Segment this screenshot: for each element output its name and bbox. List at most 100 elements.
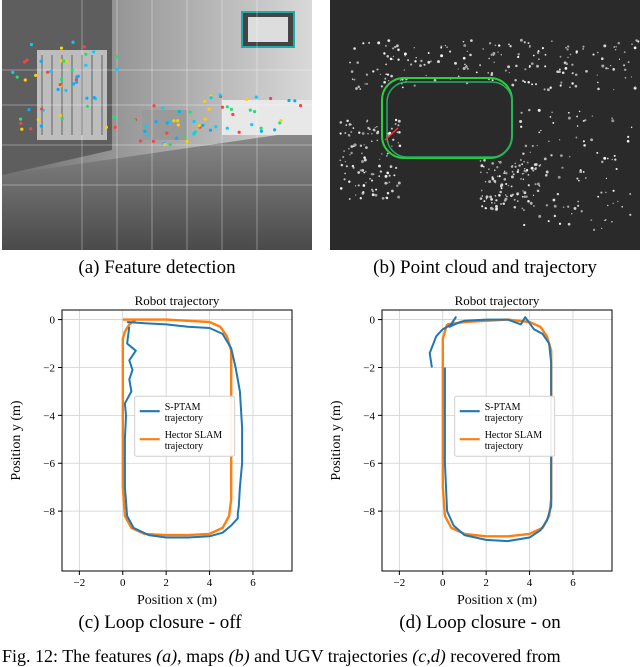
feature-point xyxy=(165,121,169,125)
cloud-point xyxy=(401,86,404,89)
cloud-point xyxy=(389,165,393,168)
cloud-point xyxy=(590,138,594,142)
cloud-point xyxy=(523,195,526,199)
cloud-point xyxy=(384,77,387,79)
y-tick-label: −8 xyxy=(43,506,55,518)
plot-frame xyxy=(381,309,613,572)
point-cloud-scene xyxy=(330,0,640,250)
cloud-point xyxy=(532,205,535,207)
x-tick-label: −2 xyxy=(393,577,405,589)
cloud-point xyxy=(511,170,514,173)
feature-point xyxy=(248,108,252,112)
feature-point xyxy=(254,95,258,99)
feature-point xyxy=(29,42,33,47)
cloud-point xyxy=(495,207,498,210)
cloud-point xyxy=(498,160,500,163)
cloud-point xyxy=(571,213,573,215)
cloud-point xyxy=(579,170,583,174)
cloud-point xyxy=(388,174,391,177)
cloud-point xyxy=(493,61,495,63)
cloud-point xyxy=(576,204,580,207)
cloud-point xyxy=(491,207,494,211)
cloud-point xyxy=(544,173,548,177)
cloud-point xyxy=(351,164,355,168)
cloud-point xyxy=(546,88,550,92)
cloud-point xyxy=(521,207,524,210)
cloud-point xyxy=(353,47,356,50)
cloud-point xyxy=(484,206,487,210)
cloud-point xyxy=(454,61,457,65)
cloud-point xyxy=(396,184,399,188)
cloud-point xyxy=(514,162,517,165)
feature-point xyxy=(279,119,283,123)
cloud-point xyxy=(579,169,582,172)
cloud-point xyxy=(584,119,587,122)
cloud-point xyxy=(617,41,621,45)
cloud-point xyxy=(397,181,401,185)
cloud-point xyxy=(605,177,608,180)
cloud-point xyxy=(623,68,627,72)
cloud-point xyxy=(534,167,537,170)
cloud-point xyxy=(357,85,361,89)
cloud-point xyxy=(415,56,417,59)
feature-point xyxy=(161,106,165,110)
cloud-point xyxy=(513,198,516,201)
cloud-point xyxy=(503,199,507,202)
cloud-point xyxy=(536,64,539,68)
cloud-point xyxy=(483,159,486,162)
feature-point xyxy=(165,131,169,135)
cloud-point xyxy=(559,84,562,87)
cloud-point xyxy=(631,43,633,45)
cloud-point xyxy=(388,181,391,184)
cloud-point xyxy=(507,65,511,69)
feature-point xyxy=(58,113,62,118)
cloud-point xyxy=(514,78,517,82)
cloud-point xyxy=(558,139,561,141)
cloud-point xyxy=(528,108,531,112)
cloud-point xyxy=(479,197,483,200)
cloud-point xyxy=(397,48,400,52)
cloud-point xyxy=(521,173,524,175)
cloud-point xyxy=(376,139,379,142)
feature-point xyxy=(49,69,53,74)
cloud-point xyxy=(387,39,391,42)
cloud-point xyxy=(601,64,605,68)
cloud-point xyxy=(385,63,388,66)
cloud-point xyxy=(380,85,383,88)
x-tick-label: −2 xyxy=(73,577,85,589)
cloud-point xyxy=(537,108,541,112)
plot-frame xyxy=(61,309,293,572)
cloud-point xyxy=(590,219,593,222)
cloud-point xyxy=(379,73,382,76)
cloud-point xyxy=(498,44,501,47)
caption-d: (d) Loop closure - on xyxy=(399,612,561,633)
feature-point xyxy=(185,140,189,144)
cloud-point xyxy=(582,48,584,50)
cloud-point xyxy=(580,210,583,213)
cloud-point xyxy=(397,142,400,144)
feature-point xyxy=(60,116,64,121)
cloud-point xyxy=(509,45,512,48)
series-line-s-ptam xyxy=(428,316,553,543)
x-tick-label: 0 xyxy=(440,577,446,589)
cloud-point xyxy=(504,69,507,72)
cloud-point xyxy=(370,140,373,143)
cloud-point xyxy=(363,144,365,146)
cloud-point xyxy=(350,151,353,155)
cloud-point xyxy=(627,61,630,64)
cloud-point xyxy=(637,40,640,43)
cloud-point xyxy=(500,183,504,187)
feature-point xyxy=(176,119,180,123)
feature-point xyxy=(207,107,211,111)
cloud-point xyxy=(527,80,530,84)
cloud-point xyxy=(601,227,603,230)
cloud-point xyxy=(361,160,364,163)
caption-a: (a) Feature detection xyxy=(78,257,236,278)
feature-point xyxy=(192,132,196,136)
cloud-point xyxy=(488,57,490,60)
cloud-point xyxy=(543,88,546,91)
cloud-point xyxy=(612,202,614,204)
cloud-point xyxy=(475,71,478,74)
cloud-point xyxy=(346,119,349,123)
